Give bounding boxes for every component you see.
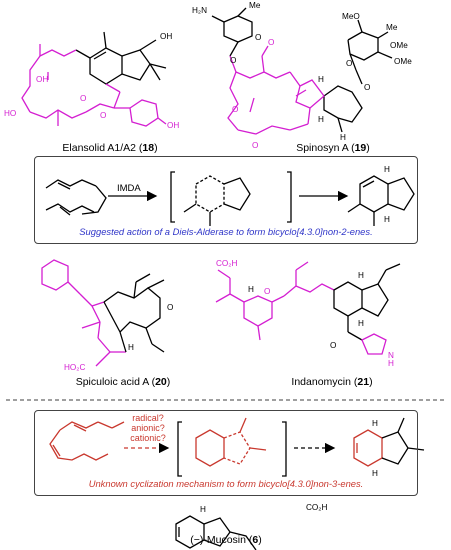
spinosyn-me-rhamnose: Me [386,23,398,32]
spiculoic-structure [41,259,165,367]
box-da-h-bottom: H [384,215,390,224]
unknown-cyclization-caption: Unknown cyclization mechanism to form bi… [88,478,364,489]
indanomycin-n: N [388,351,394,360]
spinosyn-meo: MeO [342,12,360,21]
spinosyn-structure [211,7,393,135]
spinosyn-h2n: H₂N [192,6,207,15]
indanomycin-pyrrole [361,333,387,355]
question-cationic: cationic? [130,433,166,443]
elansolid-oh-phenol: OH [167,121,179,130]
spinosyn-o-carbonyl: O [252,141,258,150]
elansolid-chain [21,44,167,127]
box-unknown-schematic [49,417,425,477]
indanomycin-magenta [215,261,335,341]
spiculoic-magenta [41,259,126,367]
diels-alderase-caption: Suggested action of a Diels-Alderase to … [79,226,373,237]
indanomycin-name: Indanomycin ( [291,376,358,388]
spinosyn-o-forosamine: O [255,33,261,42]
elansolid-o-carbonyl: O [100,111,106,120]
spinosyn-label: Spinosyn A (19) [268,142,398,154]
spinosyn-o-glyco: O [364,83,370,92]
spiculoic-o: O [167,303,173,312]
indanomycin-number: 21 [357,376,370,388]
question-radical: radical? [132,413,164,423]
indanomycin-h-ring: H [248,285,254,294]
indanomycin-o-ring: O [264,287,270,296]
elansolid-label: Elansolid A1/A2 (18) [40,142,180,154]
indanomycin-structure [215,261,401,355]
spinosyn-o-ketone: O [268,38,274,47]
mucosin-structure [175,515,257,550]
spinosyn-me-forosamine: Me [249,1,261,10]
diels-alderase-box [34,156,418,244]
spinosyn-o-ester: O [232,105,238,114]
mechanism-questions: radical? anionic? cationic? [120,413,176,443]
elansolid-core [75,31,167,85]
indanomycin-co2h: CO₂H [216,259,237,268]
spinosyn-name: Spinosyn A ( [296,142,355,154]
spinosyn-macrolide [227,45,325,135]
spinosyn-h-3: H [340,133,346,142]
spinosyn-sugars [211,7,393,133]
question-anionic: anionic? [131,423,165,433]
indanomycin-o-ketone: O [330,341,336,350]
spinosyn-h-1: H [318,75,324,84]
spiculoic-ho2c: HO₂C [64,363,85,372]
box-unknown-h-top: H [372,419,378,428]
imda-label: IMDA [117,183,141,194]
mucosin-close: ) [258,534,262,546]
indanomycin-black [333,263,401,341]
mucosin-h-top: H [200,505,206,514]
spinosyn-number: 19 [354,142,367,154]
unknown-cyclization-box [34,410,418,496]
bicyclo-non-3-ene [353,417,425,467]
elansolid-number: 18 [142,142,155,154]
indanomycin-h-top: H [358,271,364,280]
spinosyn-ome-2: OMe [394,57,412,66]
spinosyn-close: ) [366,142,370,154]
spiculoic-number: 20 [155,376,167,388]
elansolid-oh-top: OH [160,32,172,41]
tetraene-substrate [49,421,125,461]
spinosyn-o-link: O [230,56,236,65]
spiculoic-h: H [128,343,134,352]
indanomycin-close: ) [369,376,373,388]
spiculoic-close: ) [166,376,171,388]
box-da-h-top: H [384,165,390,174]
bicyclo-non-2-ene [347,175,415,226]
elansolid-close: ) [154,142,158,154]
indanomycin-nh: H [388,359,394,368]
transition-state [170,171,292,226]
spiculoic-label: Spiculoic acid A (20) [48,376,198,388]
spinosyn-h-2: H [318,115,324,124]
elansolid-oh-mid: OH [36,75,48,84]
elansolid-o-ester: O [80,94,86,103]
spinosyn-ome-1: OMe [390,41,408,50]
spiculoic-black [103,273,165,353]
elansolid-name: Elansolid A1/A2 ( [62,142,143,154]
spiculoic-name: Spiculoic acid A ( [75,376,156,388]
mucosin-number: 6 [252,534,259,546]
mucosin-co2h: CO₂H [306,503,327,512]
indanomycin-label: Indanomycin (21) [262,376,402,388]
intermediate [177,417,287,477]
box-da-schematic [45,171,415,226]
box-unknown-h-bottom: H [372,469,378,478]
elansolid-ho-left: HO [4,109,16,118]
indanomycin-h-bottom: H [358,319,364,328]
triene-substrate [45,179,107,216]
spinosyn-o-rhamnose: O [346,59,352,68]
elansolid-structure [21,31,167,127]
mucosin-name: (−)-Mucosin ( [190,534,253,546]
mucosin-label: (−)-Mucosin (6) [166,534,286,546]
